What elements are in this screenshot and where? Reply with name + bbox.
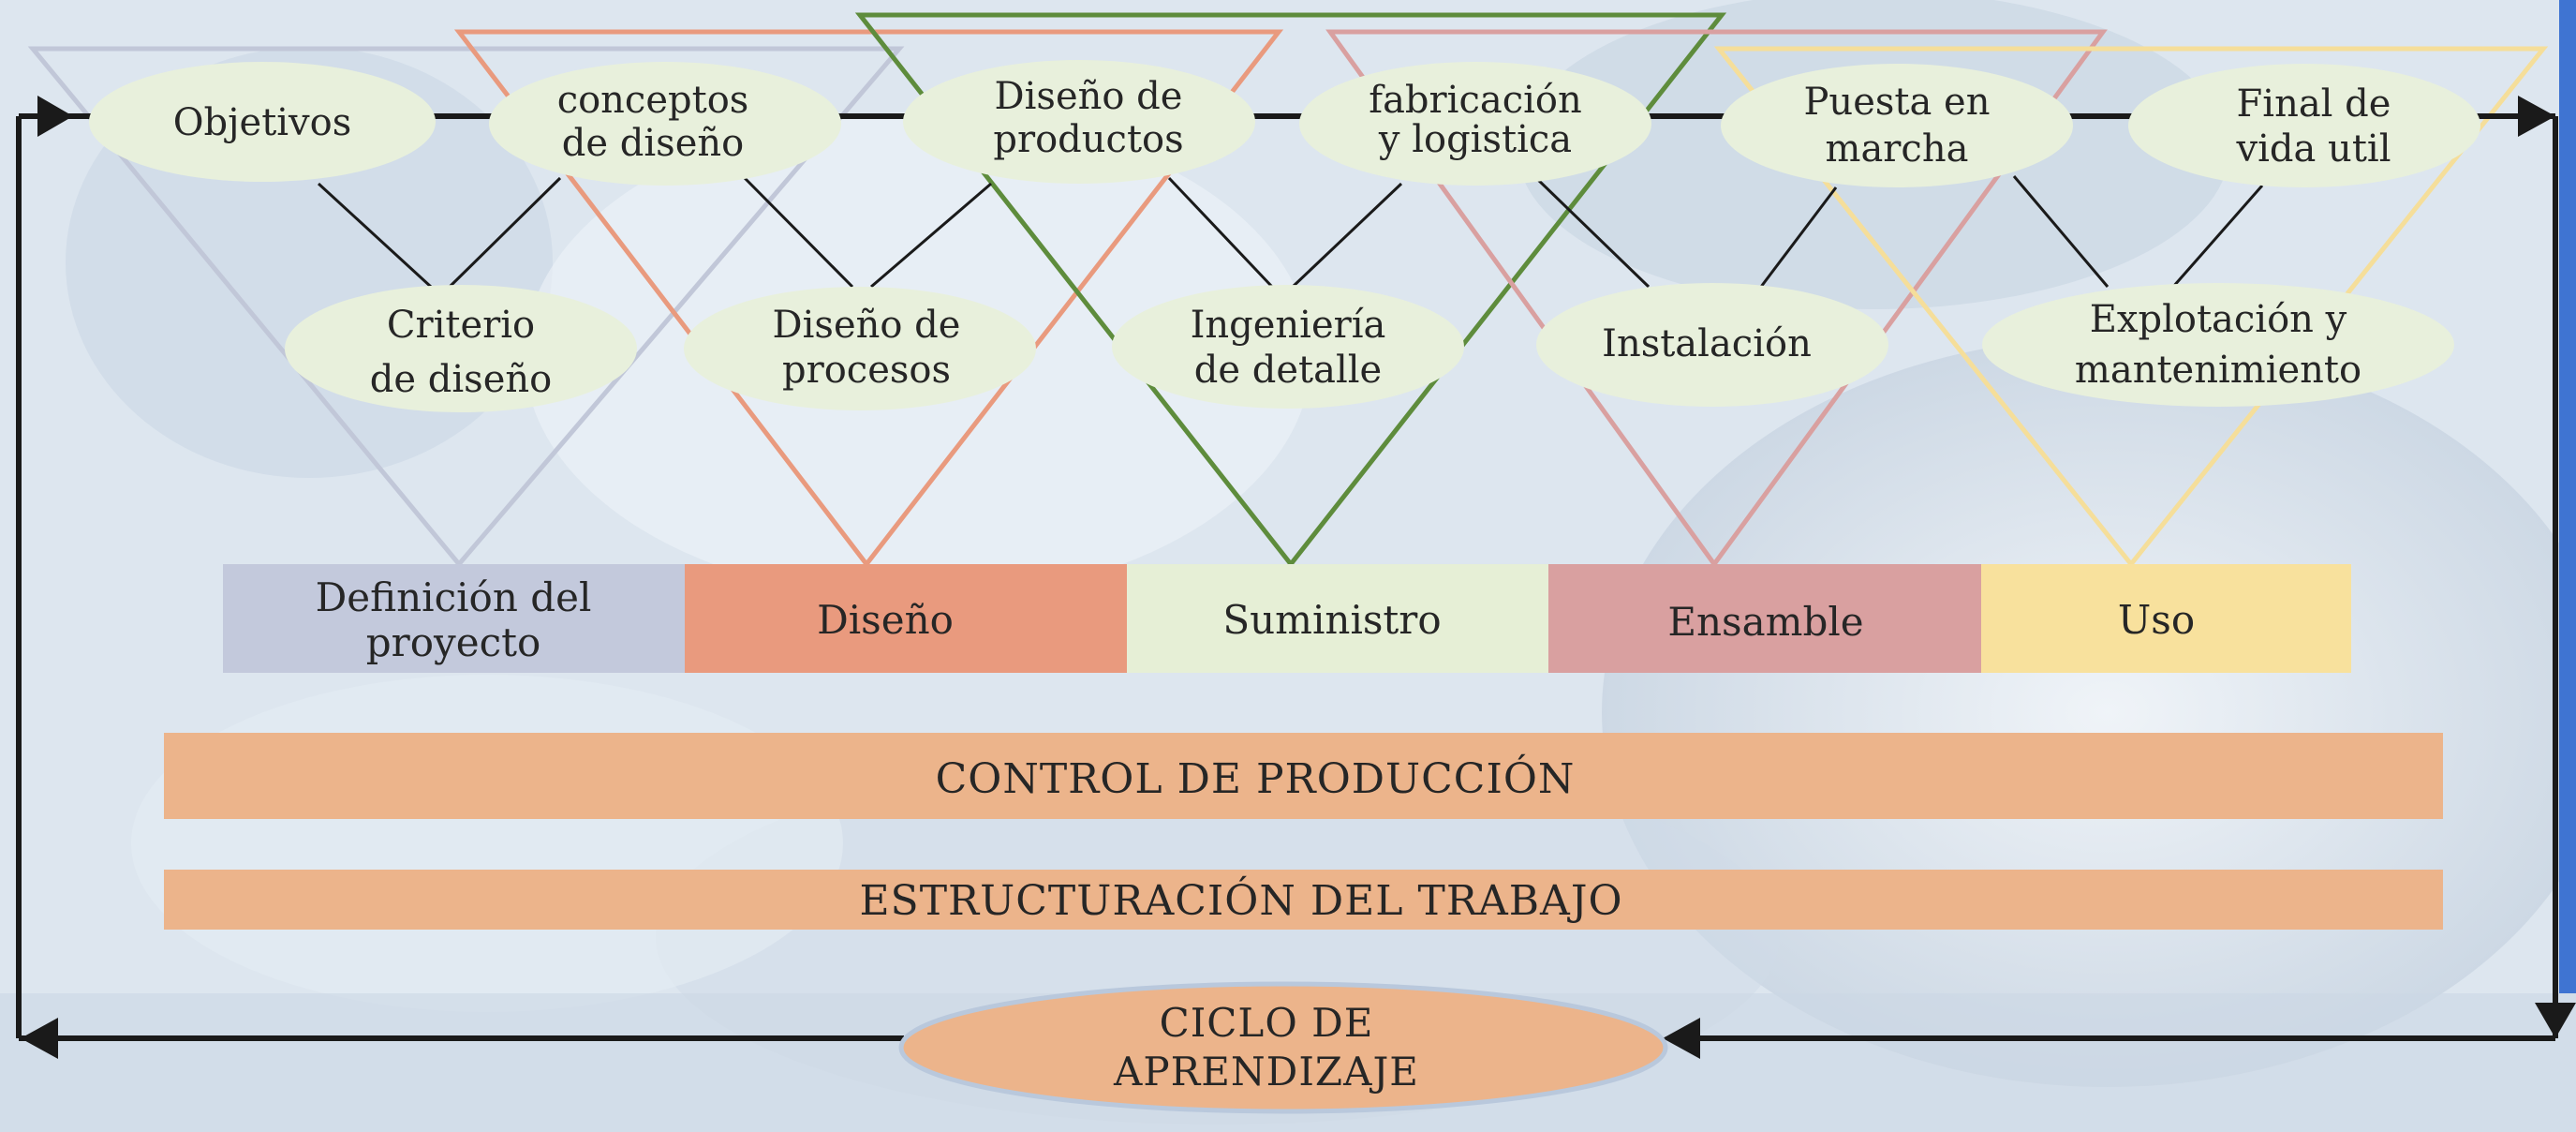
node-explotacion-line1: Explotación y: [2090, 298, 2347, 341]
ciclo-line1: CICLO DE: [1160, 1000, 1374, 1046]
phase-uso: Uso: [1981, 564, 2351, 673]
top-right-arrowhead: [2518, 96, 2555, 137]
phase-ensamble-label: Ensamble: [1667, 599, 1863, 645]
triangle-definicion: [27, 46, 905, 568]
phase-suministro: Suministro: [1127, 564, 1548, 673]
node-instalacion-label: Instalación: [1602, 322, 1812, 365]
node-diseno-procesos: Diseño de procesos: [684, 287, 1036, 410]
node-ingenieria-line1: Ingeniería: [1191, 304, 1386, 347]
node-diseno-productos-line2: productos: [993, 118, 1183, 161]
right-edge-stripe: [2559, 0, 2576, 993]
phase-definicion-line1: Definición del: [316, 574, 592, 620]
node-fabricacion-line2: y logistica: [1378, 118, 1572, 161]
node-ingenieria: Ingeniería de detalle: [1112, 285, 1464, 409]
bar-estructuracion-trabajo: ESTRUCTURACIÓN DEL TRABAJO: [164, 870, 2443, 930]
phase-definicion: Definición del proyecto: [223, 564, 685, 673]
node-final-line1: Final de: [2237, 82, 2391, 126]
node-explotacion-line2: mantenimiento: [2075, 349, 2361, 392]
phase-diseno-label: Diseño: [817, 597, 954, 643]
triangle-diseno: [453, 29, 1284, 569]
node-puesta-line2: marcha: [1826, 127, 1969, 171]
bottom-left-arrowhead: [21, 1018, 58, 1059]
node-puesta: Puesta en marcha: [1721, 64, 2073, 187]
bar-control-label: CONTROL DE PRODUCCIÓN: [936, 753, 1576, 803]
node-final-line2: vida util: [2236, 127, 2391, 171]
node-diseno-procesos-line2: procesos: [782, 349, 951, 392]
node-diseno-procesos-line1: Diseño de: [773, 304, 961, 347]
node-criterio-line1: Criterio: [387, 304, 535, 347]
node-diseno-productos: Diseño de productos: [903, 60, 1255, 184]
node-puesta-line1: Puesta en: [1804, 81, 1991, 124]
node-fabricacion-line1: fabricación: [1369, 79, 1581, 122]
connector-lines: [317, 175, 2264, 289]
node-instalacion: Instalación: [1536, 283, 1888, 407]
node-criterio-line2: de diseño: [370, 358, 552, 401]
node-explotacion: Explotación y mantenimiento: [1982, 283, 2454, 407]
phase-uso-label: Uso: [2118, 597, 2195, 643]
ciclo-aprendizaje: CICLO DE APRENDIZAJE: [898, 981, 1668, 1114]
ciclo-line2: APRENDIZAJE: [1113, 1049, 1419, 1095]
node-criterio: Criterio de diseño: [285, 285, 637, 412]
triangle-suministro: [854, 12, 1727, 569]
right-down-arrowhead: [2535, 1003, 2576, 1038]
node-final: Final de vida util: [2128, 64, 2480, 187]
bottom-mid-arrowhead: [1663, 1018, 1700, 1059]
bar-estructuracion-label: ESTRUCTURACIÓN DEL TRABAJO: [859, 875, 1622, 925]
node-objetivos-label: Objetivos: [173, 101, 352, 144]
node-diseno-productos-line1: Diseño de: [995, 75, 1183, 118]
node-conceptos: conceptos de diseño: [489, 62, 841, 186]
bar-control-produccion: CONTROL DE PRODUCCIÓN: [164, 733, 2443, 819]
node-objetivos: Objetivos: [89, 62, 436, 182]
node-conceptos-line1: conceptos: [557, 79, 749, 122]
node-ingenieria-line2: de detalle: [1194, 349, 1382, 392]
phase-definicion-line2: proyecto: [366, 619, 541, 665]
phase-suministro-label: Suministro: [1222, 597, 1441, 643]
node-conceptos-line2: de diseño: [562, 122, 744, 165]
triangle-ensamble: [1325, 29, 2108, 569]
phase-diseno: Diseño: [685, 564, 1127, 673]
top-left-arrowhead: [37, 96, 73, 137]
node-fabricacion: fabricación y logistica: [1299, 62, 1651, 186]
phase-ensamble: Ensamble: [1548, 564, 1981, 673]
